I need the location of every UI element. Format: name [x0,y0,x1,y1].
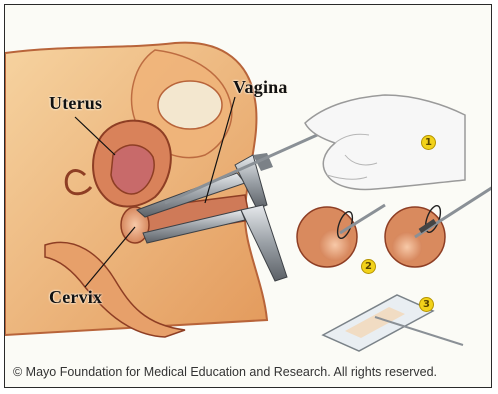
pelvis-cross-section [5,43,267,337]
step-1-badge: 1 [421,135,436,150]
uterus-label: Uterus [49,93,102,114]
anatomy-illustration [5,5,492,388]
step-3-badge: 3 [419,297,434,312]
step-2-badge: 2 [361,259,376,274]
glass-slide-icon [323,295,463,351]
copyright-notice: © Mayo Foundation for Medical Education … [13,365,437,379]
diagram-frame: Uterus Vagina Cervix 1 2 3 © Mayo Founda… [4,4,492,388]
cervix-closeup-left [297,205,385,267]
vagina-label: Vagina [233,77,288,98]
cervix-closeup-right [385,187,492,267]
cervix-label: Cervix [49,287,102,308]
